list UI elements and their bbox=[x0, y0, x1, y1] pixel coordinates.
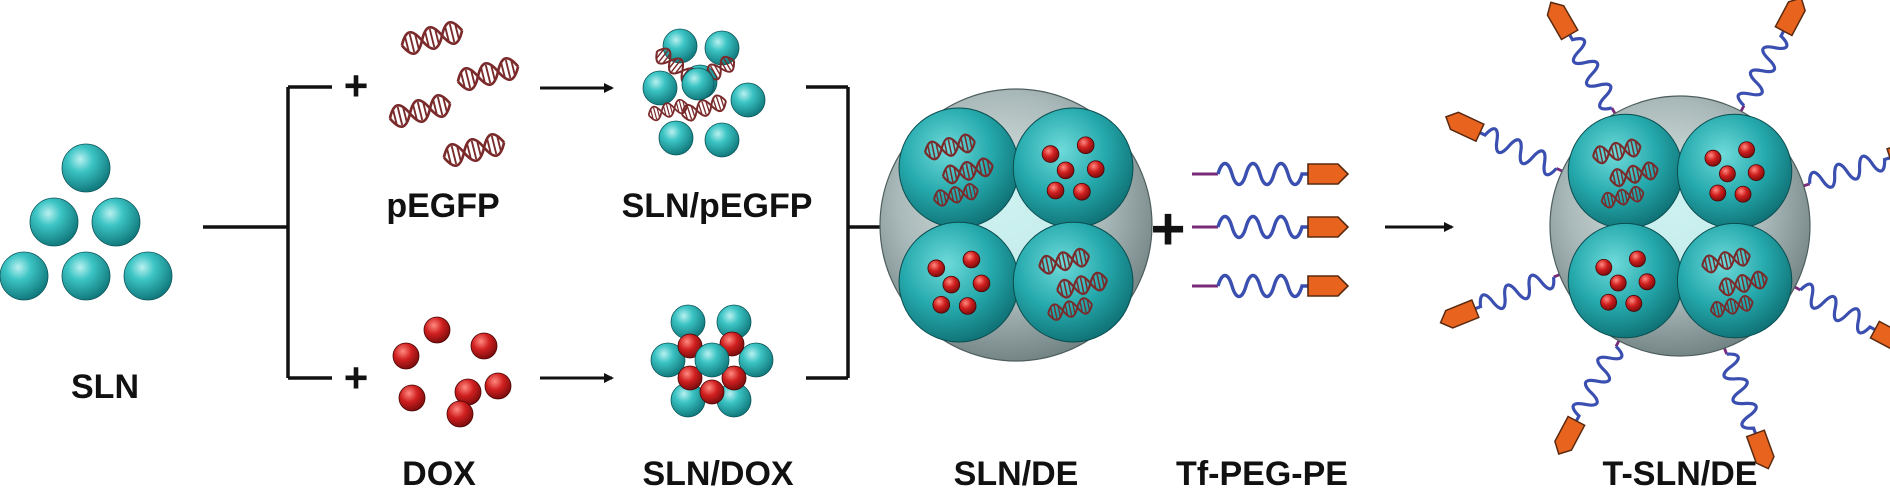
dox-particle-icon bbox=[423, 316, 451, 344]
dox-particle-icon bbox=[1056, 161, 1075, 180]
sln-core-icon bbox=[1567, 113, 1684, 230]
sln-particle-icon bbox=[123, 251, 173, 301]
label-sln-dox: SLN/DOX bbox=[642, 455, 794, 493]
tf-peg-pe-conjugate-icon bbox=[1190, 214, 1350, 240]
dox-particle-group bbox=[392, 316, 512, 428]
dox-particle-icon bbox=[392, 342, 420, 370]
label-sln-de: SLN/DE bbox=[953, 455, 1079, 493]
label-tf-peg-pe: Tf-PEG-PE bbox=[1176, 455, 1348, 493]
dox-particle-icon bbox=[972, 274, 991, 293]
sln-pegfp-complex bbox=[642, 28, 766, 158]
sln-particle-icon bbox=[730, 82, 766, 118]
dox-particle-icon bbox=[927, 259, 946, 278]
sln-particle-icon bbox=[662, 28, 698, 64]
tf-peg-pe-conjugate-icon bbox=[1190, 161, 1350, 187]
sln-particle-icon bbox=[61, 143, 111, 193]
dox-particle-icon bbox=[721, 365, 747, 391]
label-pegfp: pEGFP bbox=[386, 187, 500, 225]
dox-particle-icon bbox=[1595, 258, 1613, 276]
tf-peg-pe-group bbox=[1190, 161, 1350, 299]
dox-particle-icon bbox=[1073, 182, 1091, 201]
dox-particle-icon bbox=[1709, 184, 1727, 202]
pegfp-dna-group bbox=[385, 18, 523, 170]
dox-particle-icon bbox=[962, 250, 981, 269]
dox-particle-icon bbox=[677, 365, 703, 391]
label-dox: DOX bbox=[402, 455, 476, 493]
label-sln: SLN bbox=[71, 368, 139, 406]
sln-dox-complex bbox=[650, 304, 774, 418]
dox-particle-icon bbox=[1600, 293, 1617, 311]
plus-sign: + bbox=[343, 354, 369, 401]
dox-particle-icon bbox=[1734, 185, 1752, 203]
sln-particle-icon bbox=[704, 122, 740, 158]
dox-particle-icon bbox=[470, 332, 498, 360]
dox-particle-icon bbox=[1086, 160, 1105, 178]
sln-particle-icon bbox=[0, 251, 49, 301]
t-sln-de-assembly bbox=[1435, 0, 1890, 474]
dox-particle-icon bbox=[699, 379, 725, 405]
sln-de-assembly bbox=[879, 88, 1153, 362]
dox-particle-icon bbox=[1076, 136, 1095, 155]
sln-particle-icon bbox=[694, 342, 730, 378]
split-bracket bbox=[203, 85, 332, 380]
sln-particle-icon bbox=[61, 251, 111, 301]
sln-particle-icon bbox=[681, 67, 715, 101]
label-t-sln-de: T-SLN/DE bbox=[1602, 455, 1758, 493]
dna-helix-icon bbox=[439, 130, 509, 170]
label-sln-pegfp: SLN/pEGFP bbox=[621, 187, 813, 225]
dox-particle-icon bbox=[446, 400, 474, 428]
sln-particle-icon bbox=[29, 197, 79, 247]
dox-particle-icon bbox=[1718, 165, 1736, 183]
dox-particle-icon bbox=[1738, 141, 1756, 159]
sln-core-icon bbox=[1012, 221, 1134, 343]
sln-core-icon bbox=[1676, 222, 1793, 339]
dna-helix-icon bbox=[385, 91, 455, 131]
sln-particle-icon bbox=[650, 342, 686, 378]
sln-particle-icon bbox=[704, 30, 740, 66]
tf-peg-pe-conjugate-icon bbox=[1190, 273, 1350, 299]
dna-helix-icon bbox=[453, 54, 523, 94]
dox-particle-icon bbox=[942, 275, 961, 294]
dox-particle-icon bbox=[1704, 149, 1722, 167]
dox-particle-icon bbox=[1041, 145, 1060, 163]
sln-cluster bbox=[0, 143, 173, 301]
sln-particle-icon bbox=[642, 70, 678, 106]
sln-particle-icon bbox=[738, 342, 774, 378]
plus-sign-large: + bbox=[1150, 195, 1186, 263]
dox-particle-icon bbox=[1609, 274, 1627, 292]
dox-particle-icon bbox=[1747, 164, 1765, 182]
sln-particle-icon bbox=[658, 120, 694, 156]
dox-particle-icon bbox=[1046, 181, 1065, 200]
dox-particle-icon bbox=[1625, 295, 1643, 312]
sln-particle-icon bbox=[91, 197, 141, 247]
plus-sign: + bbox=[343, 62, 369, 109]
dox-particle-icon bbox=[932, 295, 951, 314]
dox-particle-icon bbox=[1638, 273, 1656, 291]
sln-core-icon bbox=[898, 107, 1020, 229]
dox-particle-icon bbox=[398, 384, 426, 412]
dox-particle-icon bbox=[1629, 250, 1646, 268]
dox-particle-icon bbox=[484, 372, 512, 400]
dna-helix-icon bbox=[397, 18, 467, 58]
dox-particle-icon bbox=[958, 297, 977, 315]
